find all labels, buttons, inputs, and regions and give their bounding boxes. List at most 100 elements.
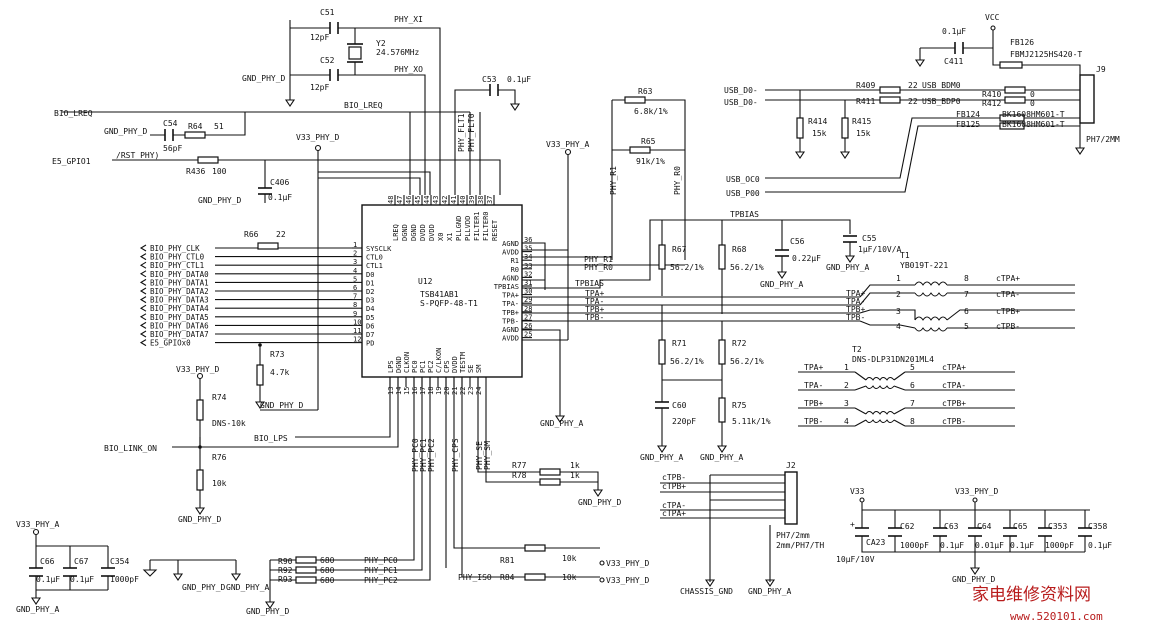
phy-se-net: PHY_SE [475,441,484,470]
r64-ref: R64 [188,122,203,131]
bus-arrow-icon [139,278,147,286]
t2-pin7: 7 [910,399,915,408]
ic-pin-name: TPA+ [502,292,519,300]
bio-lreq-net-1: BIO_LREQ [54,109,93,118]
r63-ref: R63 [638,87,653,96]
fb126-ref: FB126 [1010,38,1034,47]
r73-value: 4.7k [270,368,289,377]
resistor-r436 [197,156,219,164]
ctpa-p-j2: cTPA+ [662,509,686,518]
c56-value: 0.22μF [792,254,821,263]
r68-ref: R68 [732,245,747,254]
ic-pin-name: CTL0 [366,254,383,262]
usb-p00-net: USB_P00 [726,189,760,198]
j2-part2: 2mm/PH7/TH [776,541,824,550]
t2-pin4: 4 [844,417,849,426]
ic-pin-name: AVDD [502,335,519,343]
ic-pin-number: 20 [443,387,451,395]
bus-net-label: BIO_PHY_DATA0 [150,270,209,279]
ic-pin-name: D7 [366,331,374,339]
t2-pin5: 5 [910,363,915,372]
ic-pin-name: PLLGND [455,216,463,241]
c67-value: 0.1μF [70,575,94,584]
ic-pin-name: AGND [502,274,519,282]
y2-ref: Y2 [376,39,386,48]
ctpa-p-t1: cTPA+ [996,274,1020,283]
ic-pin-number: 24 [475,387,483,395]
watermark-cn: 家电维修资料网 [972,585,1091,605]
t1-part: YB019T-221 [900,261,948,270]
r410-value: 0 [1030,90,1035,99]
usb-oc0-net: USB_OC0 [726,175,760,184]
ic-pin-number: 25 [524,331,532,339]
ic-pin-number: 39 [468,196,476,204]
bus-net-label: E5_GPIOx0 [150,339,191,348]
tpa-p-t1: TPA+ [846,289,865,298]
v33-phy-a-label-2: V33_PHY_A [16,520,60,529]
ic-pin-name: R1 [511,257,519,265]
bus-net-label: BIO_PHY_CTL1 [150,261,204,270]
ic-pin-number: 12 [353,336,361,344]
gnd-phy-a-label-5: GND_PHY_A [700,453,744,462]
ic-pin-number: 31 [524,279,532,287]
r77-ref: R77 [512,461,527,470]
bus-arrow-icon [139,253,147,261]
ic-pin-number: 19 [435,387,443,395]
phy-pc2-net: PHY_PC2 [427,438,436,472]
ic-part: TSB41AB1 [420,290,459,299]
ic-package: S-PQFP-48-T1 [420,299,478,308]
resistor-r90 [295,556,317,564]
ic-pin-name: CLKON [403,352,411,373]
ic-pin-number: 33 [524,262,532,270]
bus-arrow-icon [139,304,147,312]
y2-value: 24.576MHz [376,48,420,57]
t1-pin8: 8 [964,274,969,283]
r90-value: 680 [320,556,335,565]
tpa-p-net: TPA+ [585,289,604,298]
tpb-p-t1: TPB+ [846,305,865,314]
ctpb-p-j2: cTPB+ [662,482,686,491]
usb-d-p-net: USB_D0- [724,98,758,107]
fb125-part: BK1608HM601-T [1002,120,1065,129]
gnd-phy-d-label-6: GND_PHY_D [578,498,622,507]
resistor-r73 [256,364,264,386]
ic-pin-number: 10 [353,318,361,326]
phy-pc2-bottom: PHY_PC2 [364,576,398,585]
ic-pin-name: LPS [387,360,395,373]
r81-value: 10k [562,554,577,563]
t1-pin7: 7 [964,290,969,299]
ic-pin-name: TPB- [502,317,519,325]
r76-ref: R76 [212,453,227,462]
tpb-n-t2: TPB- [804,417,823,426]
ic-pin-name: D4 [366,305,374,313]
ctpb-n-t1: cTPB- [996,322,1020,331]
bio-link-on-net: BIO_LINK_ON [104,444,157,453]
ic-pin-name: AGND [502,326,519,334]
c411-ref: C411 [944,57,963,66]
ic-pin-number: 17 [419,387,427,395]
c62-ref: C62 [900,522,915,531]
ic-pin-name: LREQ [392,224,400,241]
connector-j2 [784,471,798,525]
r92-ref: R92 [278,566,293,575]
resistor-r410 [1004,86,1026,94]
usb-d-n-net: USB_D0- [724,86,758,95]
ic-pin-name: D1 [366,279,374,287]
gnd-phy-d-label-3: GND_PHY_D [198,196,242,205]
resistor-r92 [295,566,317,574]
c52-value: 12pF [310,83,329,92]
resistor-r74 [196,399,204,421]
bus-arrow-icon [139,321,147,329]
ic-pin-number: 4 [353,267,357,275]
tpb-n-t1: TPB- [846,313,865,322]
t2-ref: T2 [852,345,862,354]
ic-pin-number: 8 [353,301,357,309]
r409-value: 22 [908,81,918,90]
phy-pc1-bottom: PHY_PC1 [364,566,398,575]
t2-pin3: 3 [844,399,849,408]
bus-arrow-icon [139,261,147,269]
rst-phy-net: /RST_PHY) [116,151,159,160]
v33-phy-d-label-2: V33_PHY_D [176,365,220,374]
t1-ref: T1 [900,251,910,260]
